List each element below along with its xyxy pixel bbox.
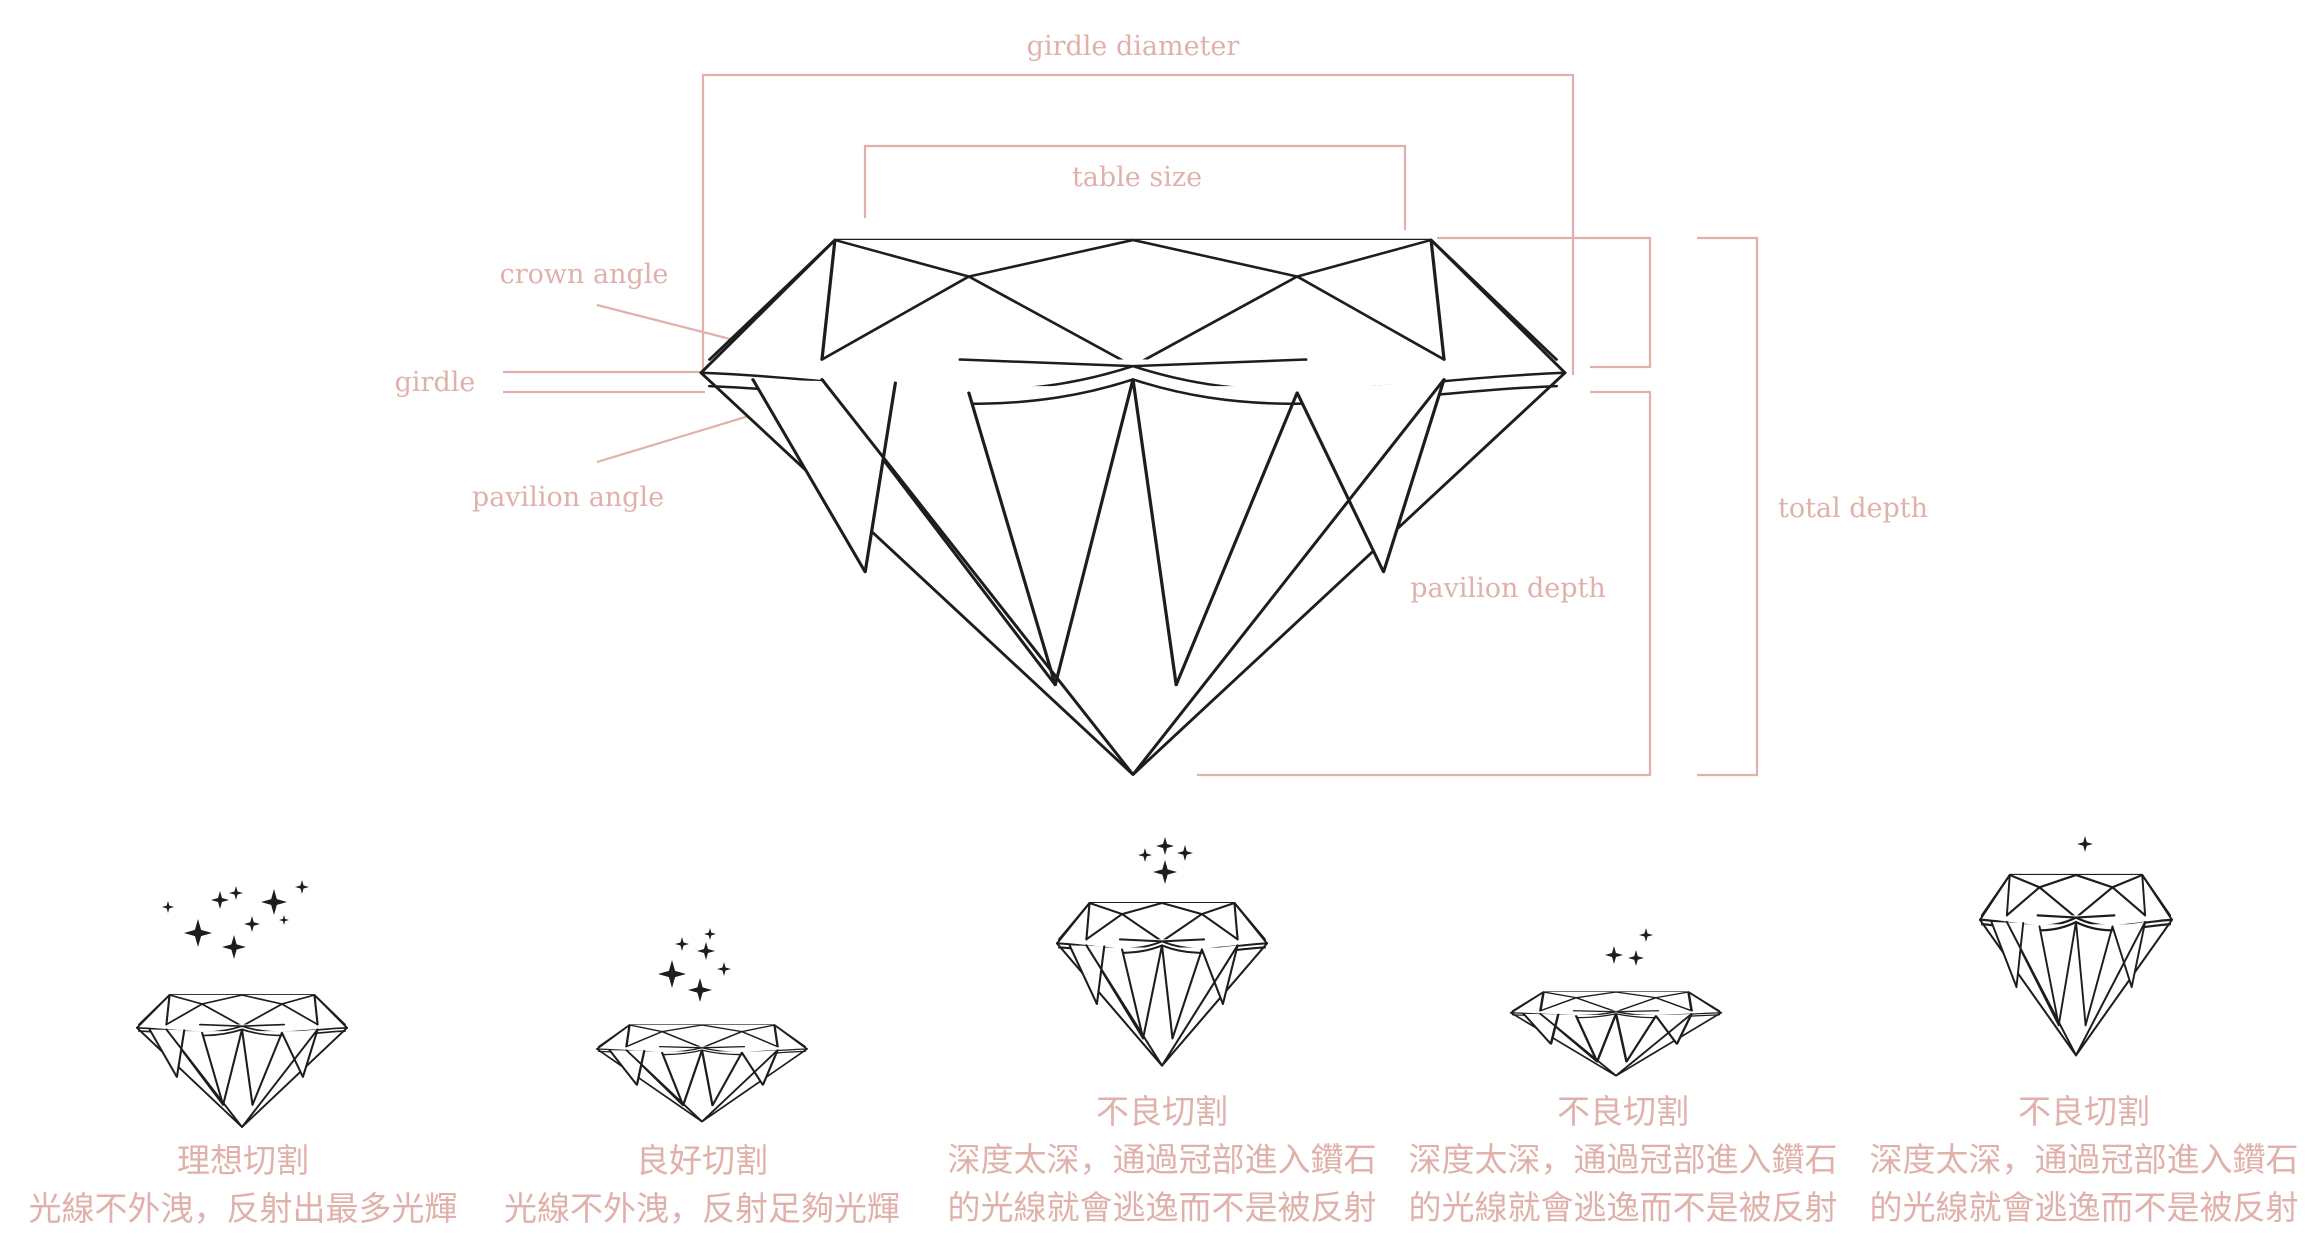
main-diamond-icon (701, 240, 1565, 775)
label-crown-angle: crown angle (500, 259, 669, 290)
caption-title: 不良切割 (2018, 1092, 2150, 1131)
shallow-cut-sparkles-icon (1605, 928, 1653, 966)
caption-desc-line2: 的光線就會逃逸而不是被反射 (1408, 1188, 1838, 1227)
caption-title: 良好切割 (636, 1141, 768, 1180)
caption-desc-line1: 深度太深，通過冠部進入鑽石 (947, 1140, 1377, 1179)
label-pavilion-angle: pavilion angle (472, 482, 664, 513)
deep-cut-sparkles-icon (1138, 837, 1193, 884)
caption-title: 不良切割 (1557, 1092, 1689, 1131)
total-depth-bracket (1697, 236, 1759, 777)
label-table-size: table size (1072, 162, 1202, 193)
caption-good-cut: 良好切割 光線不外洩，反射足夠光輝 (477, 1137, 927, 1233)
good-cut-diamond-icon (597, 1025, 807, 1122)
girdle-diameter-bracket (701, 73, 1575, 375)
shallow-cut-diamond-icon (1511, 992, 1721, 1076)
caption-desc: 光線不外洩，反射出最多光輝 (28, 1189, 458, 1228)
caption-title: 不良切割 (1096, 1092, 1228, 1131)
deep-cut-sparkle-icon-2 (2077, 836, 2093, 852)
label-girdle-diameter: girdle diameter (1027, 31, 1240, 62)
deep-cut-diamond-icon-2 (1980, 875, 2172, 1055)
caption-poor-cut-3: 不良切割 深度太深，通過冠部進入鑽石 的光線就會逃逸而不是被反射 (1854, 1088, 2314, 1232)
deep-cut-diamond-icon-1 (1057, 903, 1267, 1066)
pavilion-depth-bracket (1197, 390, 1652, 777)
caption-poor-cut-2: 不良切割 深度太深，通過冠部進入鑽石 的光線就會逃逸而不是被反射 (1393, 1088, 1853, 1232)
crown-depth-bracket (1437, 236, 1652, 369)
dimension-lines (503, 73, 1759, 777)
caption-ideal-cut: 理想切割 光線不外洩，反射出最多光輝 (18, 1137, 468, 1233)
ideal-cut-sparkles-icon (162, 880, 309, 959)
caption-title: 理想切割 (177, 1141, 309, 1180)
label-pavilion-depth: pavilion depth (1410, 573, 1606, 604)
label-girdle: girdle (395, 367, 476, 398)
caption-desc-line2: 的光線就會逃逸而不是被反射 (947, 1188, 1377, 1227)
caption-poor-cut-1: 不良切割 深度太深，通過冠部進入鑽石 的光線就會逃逸而不是被反射 (932, 1088, 1392, 1232)
caption-desc-line1: 深度太深，通過冠部進入鑽石 (1408, 1140, 1838, 1179)
label-total-depth: total depth (1778, 493, 1928, 524)
caption-desc-line1: 深度太深，通過冠部進入鑽石 (1869, 1140, 2299, 1179)
good-cut-sparkles-icon (658, 928, 731, 1002)
caption-desc-line2: 的光線就會逃逸而不是被反射 (1869, 1188, 2299, 1227)
caption-desc: 光線不外洩，反射足夠光輝 (504, 1189, 900, 1228)
table-size-bracket (863, 144, 1407, 230)
ideal-cut-diamond-icon (137, 995, 347, 1127)
